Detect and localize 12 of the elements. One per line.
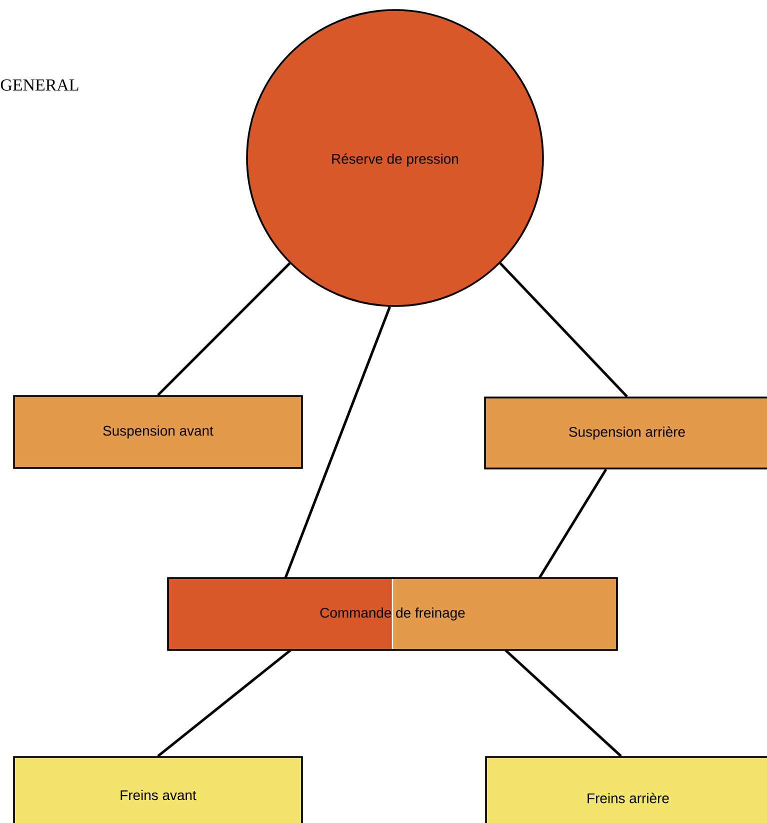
connector-line [157, 649, 292, 758]
connector-line [499, 262, 628, 398]
connector-line [157, 262, 291, 396]
process-box: Suspension avant [13, 395, 303, 469]
process-box: Suspension arrière [484, 396, 767, 470]
heading-text: GENERAL [0, 79, 78, 91]
connector-line [538, 468, 608, 578]
connector-line [504, 649, 622, 758]
connector-line [284, 306, 392, 578]
process-box: Freins avant [13, 756, 303, 823]
process-box: Commande de freinage [167, 577, 618, 651]
process-box: Freins arrière [485, 756, 767, 823]
